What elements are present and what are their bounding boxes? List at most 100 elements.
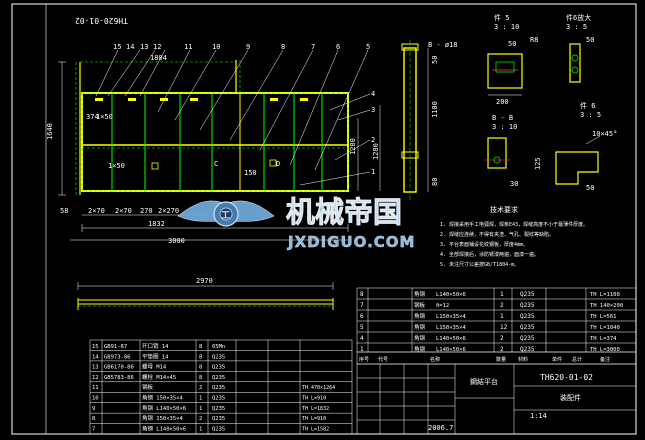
table-header-cell: 材料: [518, 356, 528, 363]
dim-374: 374: [86, 113, 99, 121]
table-cell-no: 7: [360, 302, 364, 309]
table-cell-spec: L140×50×6: [436, 292, 466, 298]
title-block: [356, 363, 637, 435]
table-cell-no: 6: [360, 313, 364, 320]
dim-150: 150: [244, 169, 257, 177]
table-cell-no: 5: [360, 324, 364, 331]
table-cell-mat: Q235: [212, 354, 225, 360]
table-cell-name: 螺栓 M14×45: [142, 373, 176, 381]
parts-table-right-header-text: 序号代号名称数量材料单件总计备注: [359, 356, 610, 363]
table-header-cell: 总计: [572, 356, 582, 363]
table-cell-spec: δ=12: [436, 303, 449, 309]
table-cell-note: TH L=561: [590, 314, 617, 320]
table-cell-qty: 2: [199, 416, 202, 422]
detail-5-r8: R8: [530, 36, 538, 44]
table-cell-note: TH L=374: [590, 336, 617, 342]
table-cell-mat: Q235: [212, 385, 225, 391]
parts-table-left: [89, 339, 353, 435]
table-cell-name: 角钢: [414, 334, 426, 342]
dim-2970: 2970: [196, 277, 213, 285]
table-cell-name: 角钢 L140×50×6: [142, 424, 186, 432]
table-cell-no: 9: [92, 406, 95, 412]
table-cell-mat: 65Mn: [212, 344, 225, 350]
mark-d: D: [276, 160, 280, 168]
callout-3: 3: [371, 106, 375, 114]
callout-2: 2: [371, 136, 375, 144]
detail-6-125: 125: [534, 157, 542, 170]
table-cell-name: 角钢: [414, 345, 426, 353]
detail-6-enlarged-50: 50: [586, 36, 594, 44]
table-cell-qty: 1: [500, 313, 504, 320]
table-cell-mat: Q235: [520, 302, 535, 309]
table-cell-no: 8: [360, 291, 364, 298]
top-callouts: 15 14 13 12 11 10 9 8 7 6 5 4 3 2 1: [113, 43, 375, 176]
table-cell-qty: 1: [199, 396, 202, 402]
table-cell-qty: 2: [500, 302, 504, 309]
table-cell-code: GB5783-86: [104, 375, 134, 381]
note-line: 3. 平台表面铺设花纹钢板，厚度4mm。: [440, 241, 528, 248]
table-cell-spec: L140×50×6: [436, 347, 466, 353]
table-cell-no: 4: [360, 335, 364, 342]
table-cell-note: TH L=1040: [590, 325, 620, 331]
table-cell-no: 10: [92, 396, 99, 402]
callout-1: 1: [371, 168, 375, 176]
dim-spacing-2: 2×70: [115, 207, 132, 215]
table-cell-name: 钢板: [414, 301, 426, 309]
table-cell-no: 13: [92, 365, 99, 371]
callout-11: 11: [184, 43, 192, 51]
detail-6-chamfer: 10×45°: [592, 130, 617, 138]
section-b-label: B - ø18: [428, 41, 458, 49]
table-header-cell: 名称: [430, 356, 440, 363]
table-cell-note: TH 140×200: [590, 303, 623, 309]
table-cell-qty: 1: [500, 291, 504, 298]
watermark-cn: 机械帝国: [286, 195, 402, 229]
table-cell-mat: Q235: [212, 396, 225, 402]
table-cell-name: 角钢: [414, 312, 426, 320]
table-cell-name: 角钢 150×35×4: [142, 394, 183, 402]
table-cell-qty: 8: [199, 365, 202, 371]
table-cell-qty: 8: [199, 354, 202, 360]
dim-side-80: 80: [431, 178, 439, 186]
table-cell-mat: Q235: [212, 416, 225, 422]
table-cell-code: GB91-87: [104, 344, 127, 350]
callout-8: 8: [281, 43, 285, 51]
table-cell-no: 14: [92, 354, 99, 360]
notes-title: 技术要求: [490, 205, 518, 214]
detail-6-enlarged-title: 件6放大: [566, 13, 591, 22]
table-cell-no: 12: [92, 375, 99, 381]
table-header-cell: 数量: [496, 356, 506, 363]
detail-5-50: 50: [508, 40, 516, 48]
table-cell-qty: 2: [500, 346, 504, 353]
table-cell-code: GB6170-86: [104, 365, 134, 371]
table-cell-name: 角钢 L140×50×6: [142, 404, 186, 412]
table-cell-name: 角钢 150×35×4: [142, 414, 183, 422]
watermark-en: JXDIGUO.COM: [287, 233, 415, 251]
detail-6-enlarged: [569, 43, 581, 83]
dim-side-1100: 1100: [431, 101, 439, 118]
table-cell-note: TH L=910: [302, 416, 326, 422]
notes-lines: 1. 焊接采用手工电弧焊，焊条E43，焊缝高度不小于最薄件厚度。 2. 焊缝应连…: [440, 221, 588, 268]
table-cell-name: 角钢: [414, 323, 426, 331]
detail-5-200: 200: [496, 98, 509, 106]
dim-1640: 1640: [46, 123, 54, 140]
table-cell-qty: 1: [199, 406, 202, 412]
dim-1280-a: 1280: [349, 138, 357, 155]
dim-span-2: 1×50: [108, 162, 125, 170]
detail-5: [487, 53, 523, 96]
dim-1804: 1804: [150, 54, 167, 62]
dim-58: 58: [60, 207, 68, 215]
detail-5-title: 件 5: [494, 13, 509, 22]
dim-spacing-4: 2×270: [158, 207, 179, 215]
mark-c: C: [214, 160, 218, 168]
title-name-left: 鋼結平台: [470, 377, 498, 386]
table-cell-qty: 1: [199, 426, 202, 432]
table-cell-spec: L150×35×4: [436, 325, 466, 331]
table-header-cell: 备注: [600, 356, 610, 363]
table-cell-spec: L150×35×4: [436, 314, 466, 320]
table-cell-no: 8: [92, 416, 95, 422]
note-line: 4. 全部焊接后，涂防锈漆两遍，面漆一遍。: [440, 251, 539, 258]
table-cell-note: TH L=1832: [302, 406, 329, 412]
detail-6-enlarged-scale: 3 : 5: [566, 23, 587, 31]
